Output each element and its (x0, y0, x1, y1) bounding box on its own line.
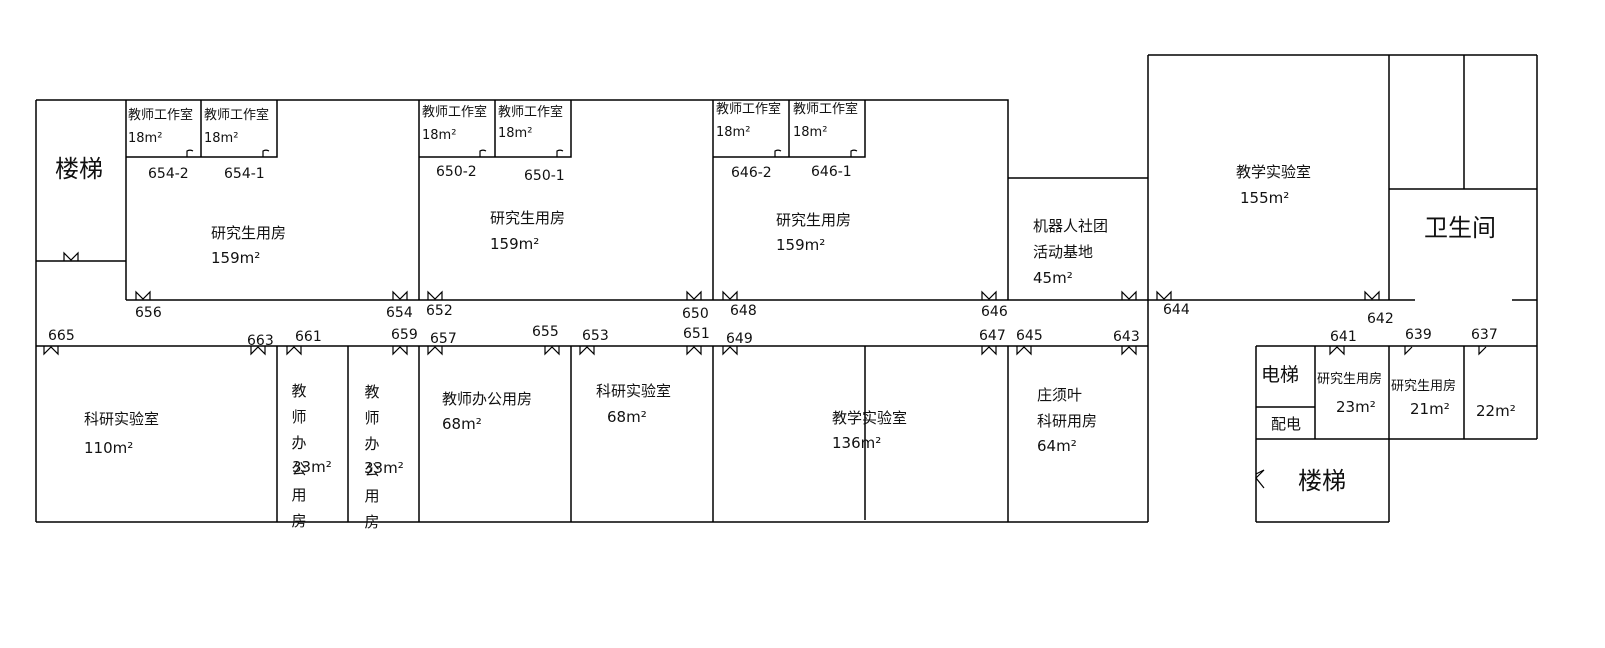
room-area-650-1: 18m² (498, 126, 533, 141)
room-number: 639 (1405, 327, 1432, 343)
char: 教 (364, 383, 380, 401)
room-area-zhuang: 64m² (1037, 437, 1077, 455)
room-area-637: 22m² (1476, 402, 1516, 420)
char: 师 (364, 409, 380, 427)
room-name-661: 教 师 办 公 用 房 (291, 378, 311, 534)
room-name-650: 研究生用房 (490, 209, 566, 227)
room-name-654-1: 教师工作室 (204, 108, 270, 123)
room-area-665: 110m² (84, 439, 134, 457)
door-marks (43, 149, 1487, 489)
room-number: 661 (295, 329, 322, 345)
room-area-646-1: 18m² (793, 125, 828, 140)
room-area-robot: 45m² (1033, 269, 1073, 287)
room-area-650: 159m² (490, 235, 540, 253)
room-name-657: 教师办公用房 (442, 390, 533, 408)
room-number: 642 (1367, 311, 1394, 327)
room-area-661: 33m² (292, 458, 332, 476)
room-number: 654-2 (148, 166, 189, 182)
room-name-teach-lab-bottom: 教学实验室 (832, 409, 908, 427)
room-number: 651 (683, 326, 710, 342)
room-name-robot-2: 活动基地 (1033, 243, 1094, 261)
room-area-659: 33m² (364, 459, 404, 477)
room-number: 649 (726, 331, 753, 347)
room-number: 646-1 (811, 164, 852, 180)
char: 办 (291, 434, 307, 452)
room-area-641: 23m² (1336, 398, 1376, 416)
room-name-zhuang-1: 庄须叶 (1037, 386, 1083, 404)
room-number: 655 (532, 324, 559, 340)
char: 师 (291, 408, 307, 426)
walls (35, 54, 1538, 523)
char: 公 (291, 460, 307, 478)
char: 教 (291, 382, 307, 400)
room-name-641: 研究生用房 (1317, 372, 1383, 387)
char: 房 (291, 512, 307, 530)
room-number: 652 (426, 303, 453, 319)
room-number: 646-2 (731, 165, 772, 181)
char: 用 (291, 486, 307, 504)
char: 公 (364, 461, 380, 479)
elevator-label: 电梯 (1261, 364, 1300, 386)
room-number: 657 (430, 331, 457, 347)
room-number: 654 (386, 305, 413, 321)
room-number: 637 (1471, 327, 1498, 343)
room-name-650-1: 教师工作室 (498, 105, 564, 120)
room-area-650-2: 18m² (422, 128, 457, 143)
room-number: 643 (1113, 329, 1140, 345)
room-number: 644 (1163, 302, 1190, 318)
room-name-654-2: 教师工作室 (128, 108, 194, 123)
room-area-653: 68m² (607, 408, 647, 426)
room-area-654-1: 18m² (204, 131, 239, 146)
room-name-646-1: 教师工作室 (793, 102, 859, 117)
room-area-teach-lab-bottom: 136m² (832, 434, 882, 452)
room-number: 641 (1330, 329, 1357, 345)
room-name-646-2: 教师工作室 (716, 102, 782, 117)
room-name-650-2: 教师工作室 (422, 105, 488, 120)
room-number: 665 (48, 328, 75, 344)
char: 办 (364, 435, 380, 453)
char: 房 (364, 513, 380, 531)
room-name-639: 研究生用房 (1391, 379, 1457, 394)
room-area-646: 159m² (776, 236, 826, 254)
char: 用 (364, 487, 380, 505)
room-number: 653 (582, 328, 609, 344)
room-number: 647 (979, 328, 1006, 344)
stair-label-bottom: 楼梯 (1298, 467, 1346, 495)
room-number: 646 (981, 304, 1008, 320)
room-area-646-2: 18m² (716, 125, 751, 140)
room-area-639: 21m² (1410, 400, 1450, 418)
room-number: 650 (682, 306, 709, 322)
room-area-654: 159m² (211, 249, 261, 267)
room-number: 648 (730, 303, 757, 319)
room-number: 656 (135, 305, 162, 321)
room-number: 659 (391, 327, 418, 343)
room-number: 663 (247, 333, 274, 349)
room-name-teach-lab-top: 教学实验室 (1236, 163, 1312, 181)
room-name-robot-1: 机器人社团 (1033, 217, 1109, 235)
room-name-zhuang-2: 科研用房 (1037, 412, 1098, 430)
room-number: 654-1 (224, 166, 265, 182)
room-name-659: 教 师 办 公 用 房 (364, 379, 384, 535)
toilet-label: 卫生间 (1424, 214, 1496, 242)
room-area-teach-lab-top: 155m² (1240, 189, 1290, 207)
room-number: 650-1 (524, 168, 565, 184)
power-room-label: 配电 (1271, 415, 1302, 433)
room-name-654: 研究生用房 (211, 224, 287, 242)
room-name-646: 研究生用房 (776, 211, 852, 229)
room-name-653: 科研实验室 (596, 382, 672, 400)
room-name-665: 科研实验室 (84, 410, 160, 428)
stair-label: 楼梯 (55, 155, 103, 183)
room-number: 650-2 (436, 164, 477, 180)
room-area-657: 68m² (442, 415, 482, 433)
room-area-654-2: 18m² (128, 131, 163, 146)
room-number: 645 (1016, 328, 1043, 344)
